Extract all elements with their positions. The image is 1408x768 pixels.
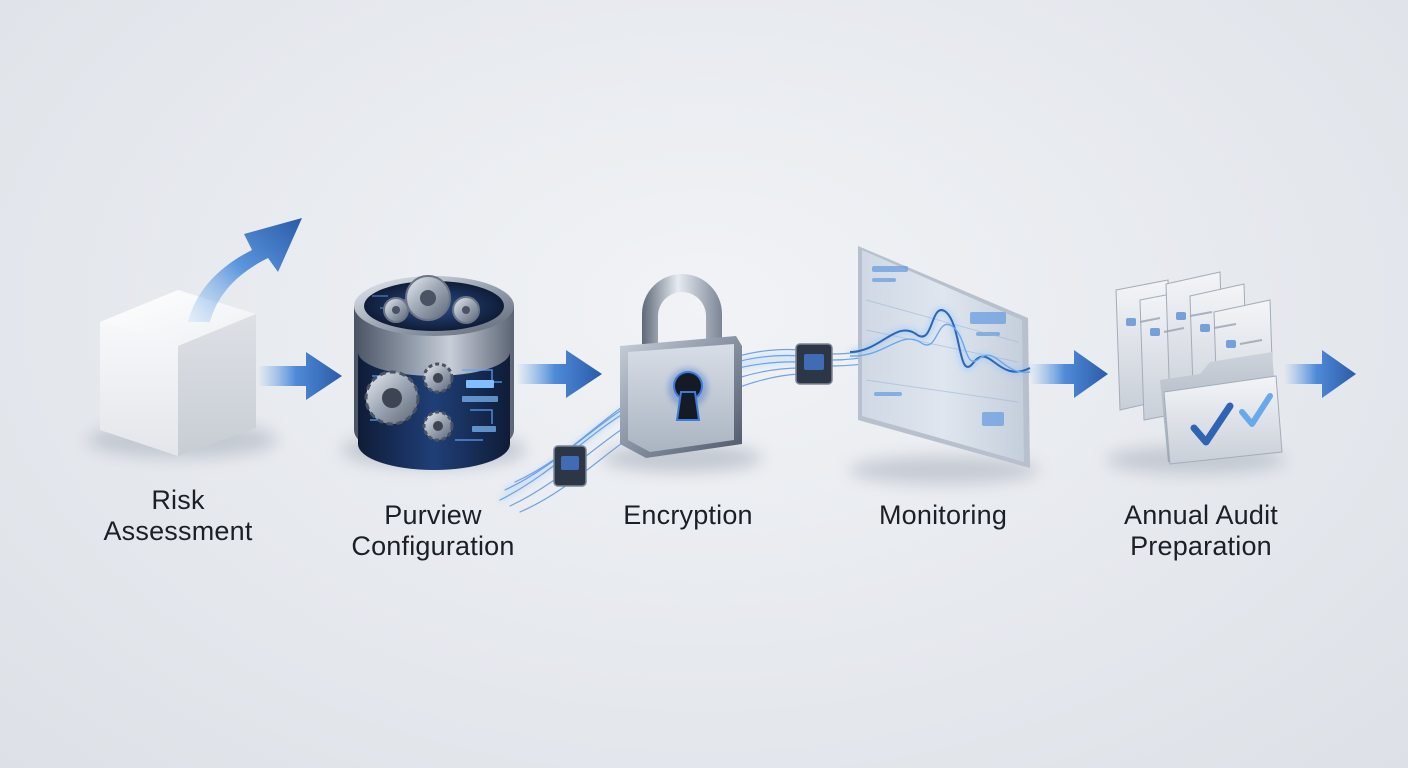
- encryption-icon: [602, 274, 762, 472]
- gear-icon: [383, 275, 480, 324]
- chip-icon: [795, 343, 833, 385]
- gear-icon: [364, 362, 454, 442]
- chip-icon: [553, 445, 587, 487]
- step-label-monitoring: Monitoring: [878, 500, 1008, 530]
- step-label-risk-assessment: Risk Assessment: [103, 485, 253, 546]
- flow-arrow-1: [258, 352, 342, 400]
- annual-audit-preparation-icon: [1106, 271, 1286, 474]
- flow-arrow-4: [1284, 350, 1356, 398]
- step-label-encryption: Encryption: [623, 500, 753, 530]
- purview-configuration-icon: [342, 275, 526, 470]
- step-label-annual-audit-preparation: Annual Audit Preparation: [1123, 500, 1279, 561]
- waveform-icon: [849, 307, 1032, 375]
- monitoring-icon: [849, 246, 1039, 484]
- risk-assessment-icon: [87, 218, 302, 458]
- flow-arrow-2: [516, 350, 602, 398]
- checkmark-icon: [1190, 393, 1273, 446]
- keyhole-icon: [668, 368, 708, 421]
- flow-arrow-3: [1030, 350, 1108, 398]
- step-label-purview-configuration: Purview Configuration: [351, 500, 515, 561]
